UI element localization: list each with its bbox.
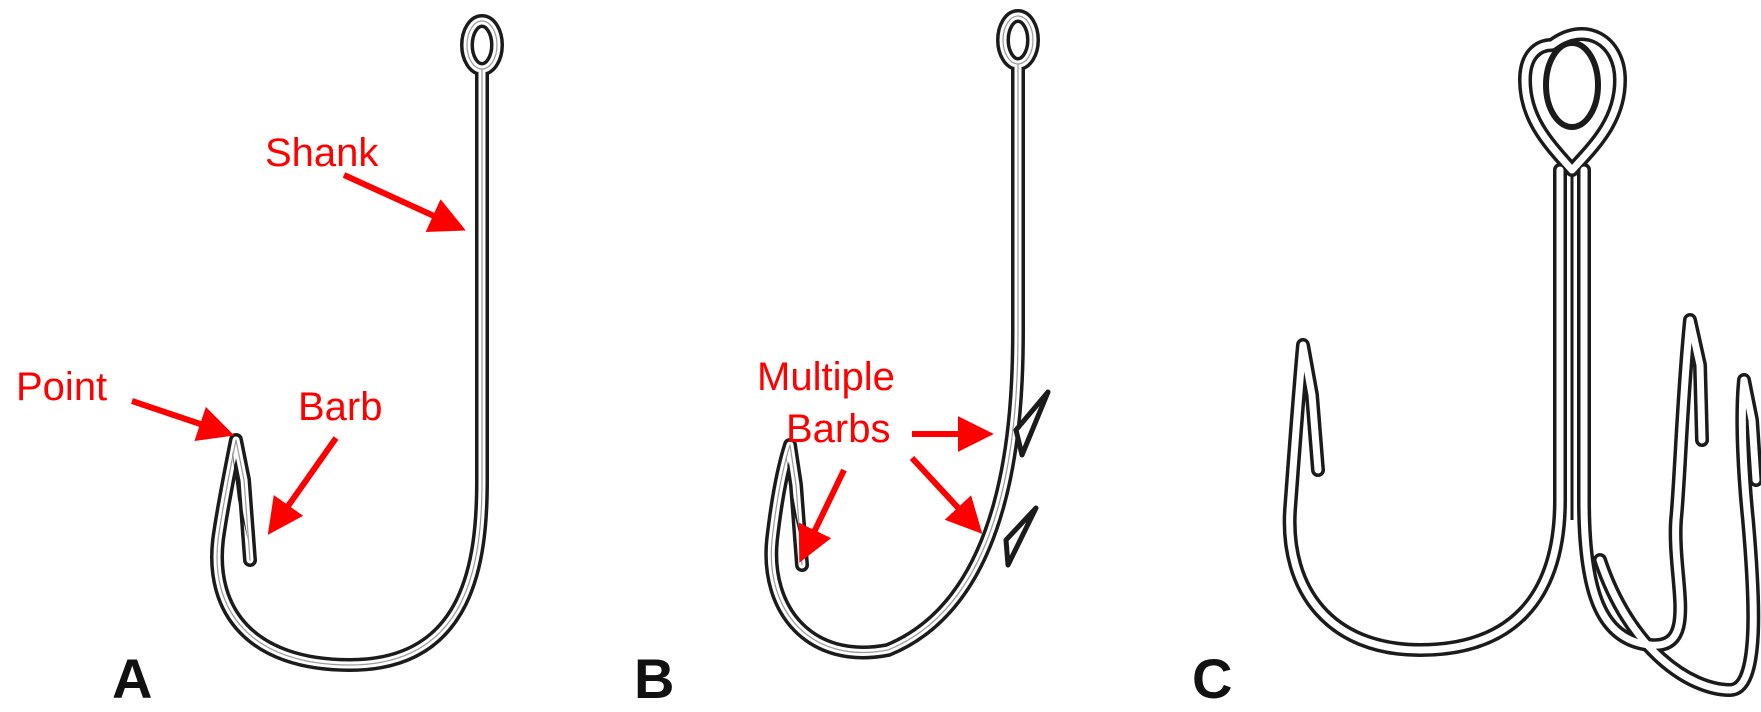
multiple-barbs-label-line2: Barbs	[786, 407, 891, 451]
barb-arrow	[274, 438, 336, 526]
multiple-barbs-label-line1: Multiple	[757, 355, 895, 399]
multiple-barbs-arrow-point	[804, 470, 844, 553]
point-arrow	[132, 401, 224, 432]
point-label: Point	[16, 365, 107, 409]
panel-letter-b: B	[634, 647, 674, 710]
shank-label: Shank	[265, 131, 379, 175]
panel-letter-c: C	[1192, 647, 1232, 710]
multiple-barbs-arrow-bend	[912, 458, 975, 526]
hook-a	[217, 21, 497, 665]
panel-letter-a: A	[112, 647, 152, 710]
hook-b	[771, 16, 1048, 652]
shank-arrow	[344, 175, 456, 226]
barb-label: Barb	[298, 385, 383, 429]
hook-c	[1290, 34, 1756, 690]
